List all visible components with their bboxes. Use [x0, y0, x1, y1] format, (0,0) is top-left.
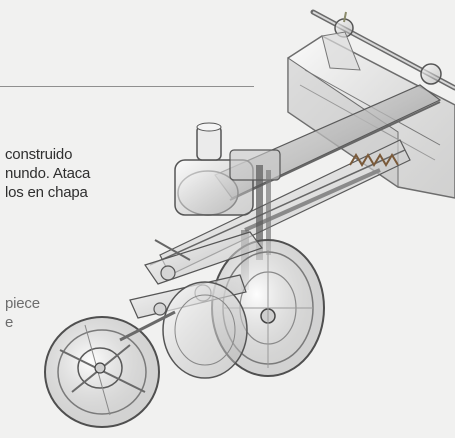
top-divider-line: [0, 86, 254, 87]
english-line-2: e: [5, 314, 14, 331]
spanish-line-2: nundo. Ataca: [5, 165, 91, 182]
spring: [349, 153, 399, 167]
english-line-1: piece: [5, 295, 40, 312]
spanish-line-1: construido: [5, 146, 73, 163]
disc-opener: [162, 281, 248, 379]
spanish-line-3: los en chapa: [5, 184, 88, 201]
top-bar-rod: [310, 9, 455, 91]
seed-hopper: [174, 122, 281, 216]
english-description: piece e: [0, 294, 60, 332]
press-wheel: [44, 310, 176, 428]
spanish-description: construido nundo. Ataca los en chapa: [0, 145, 150, 202]
